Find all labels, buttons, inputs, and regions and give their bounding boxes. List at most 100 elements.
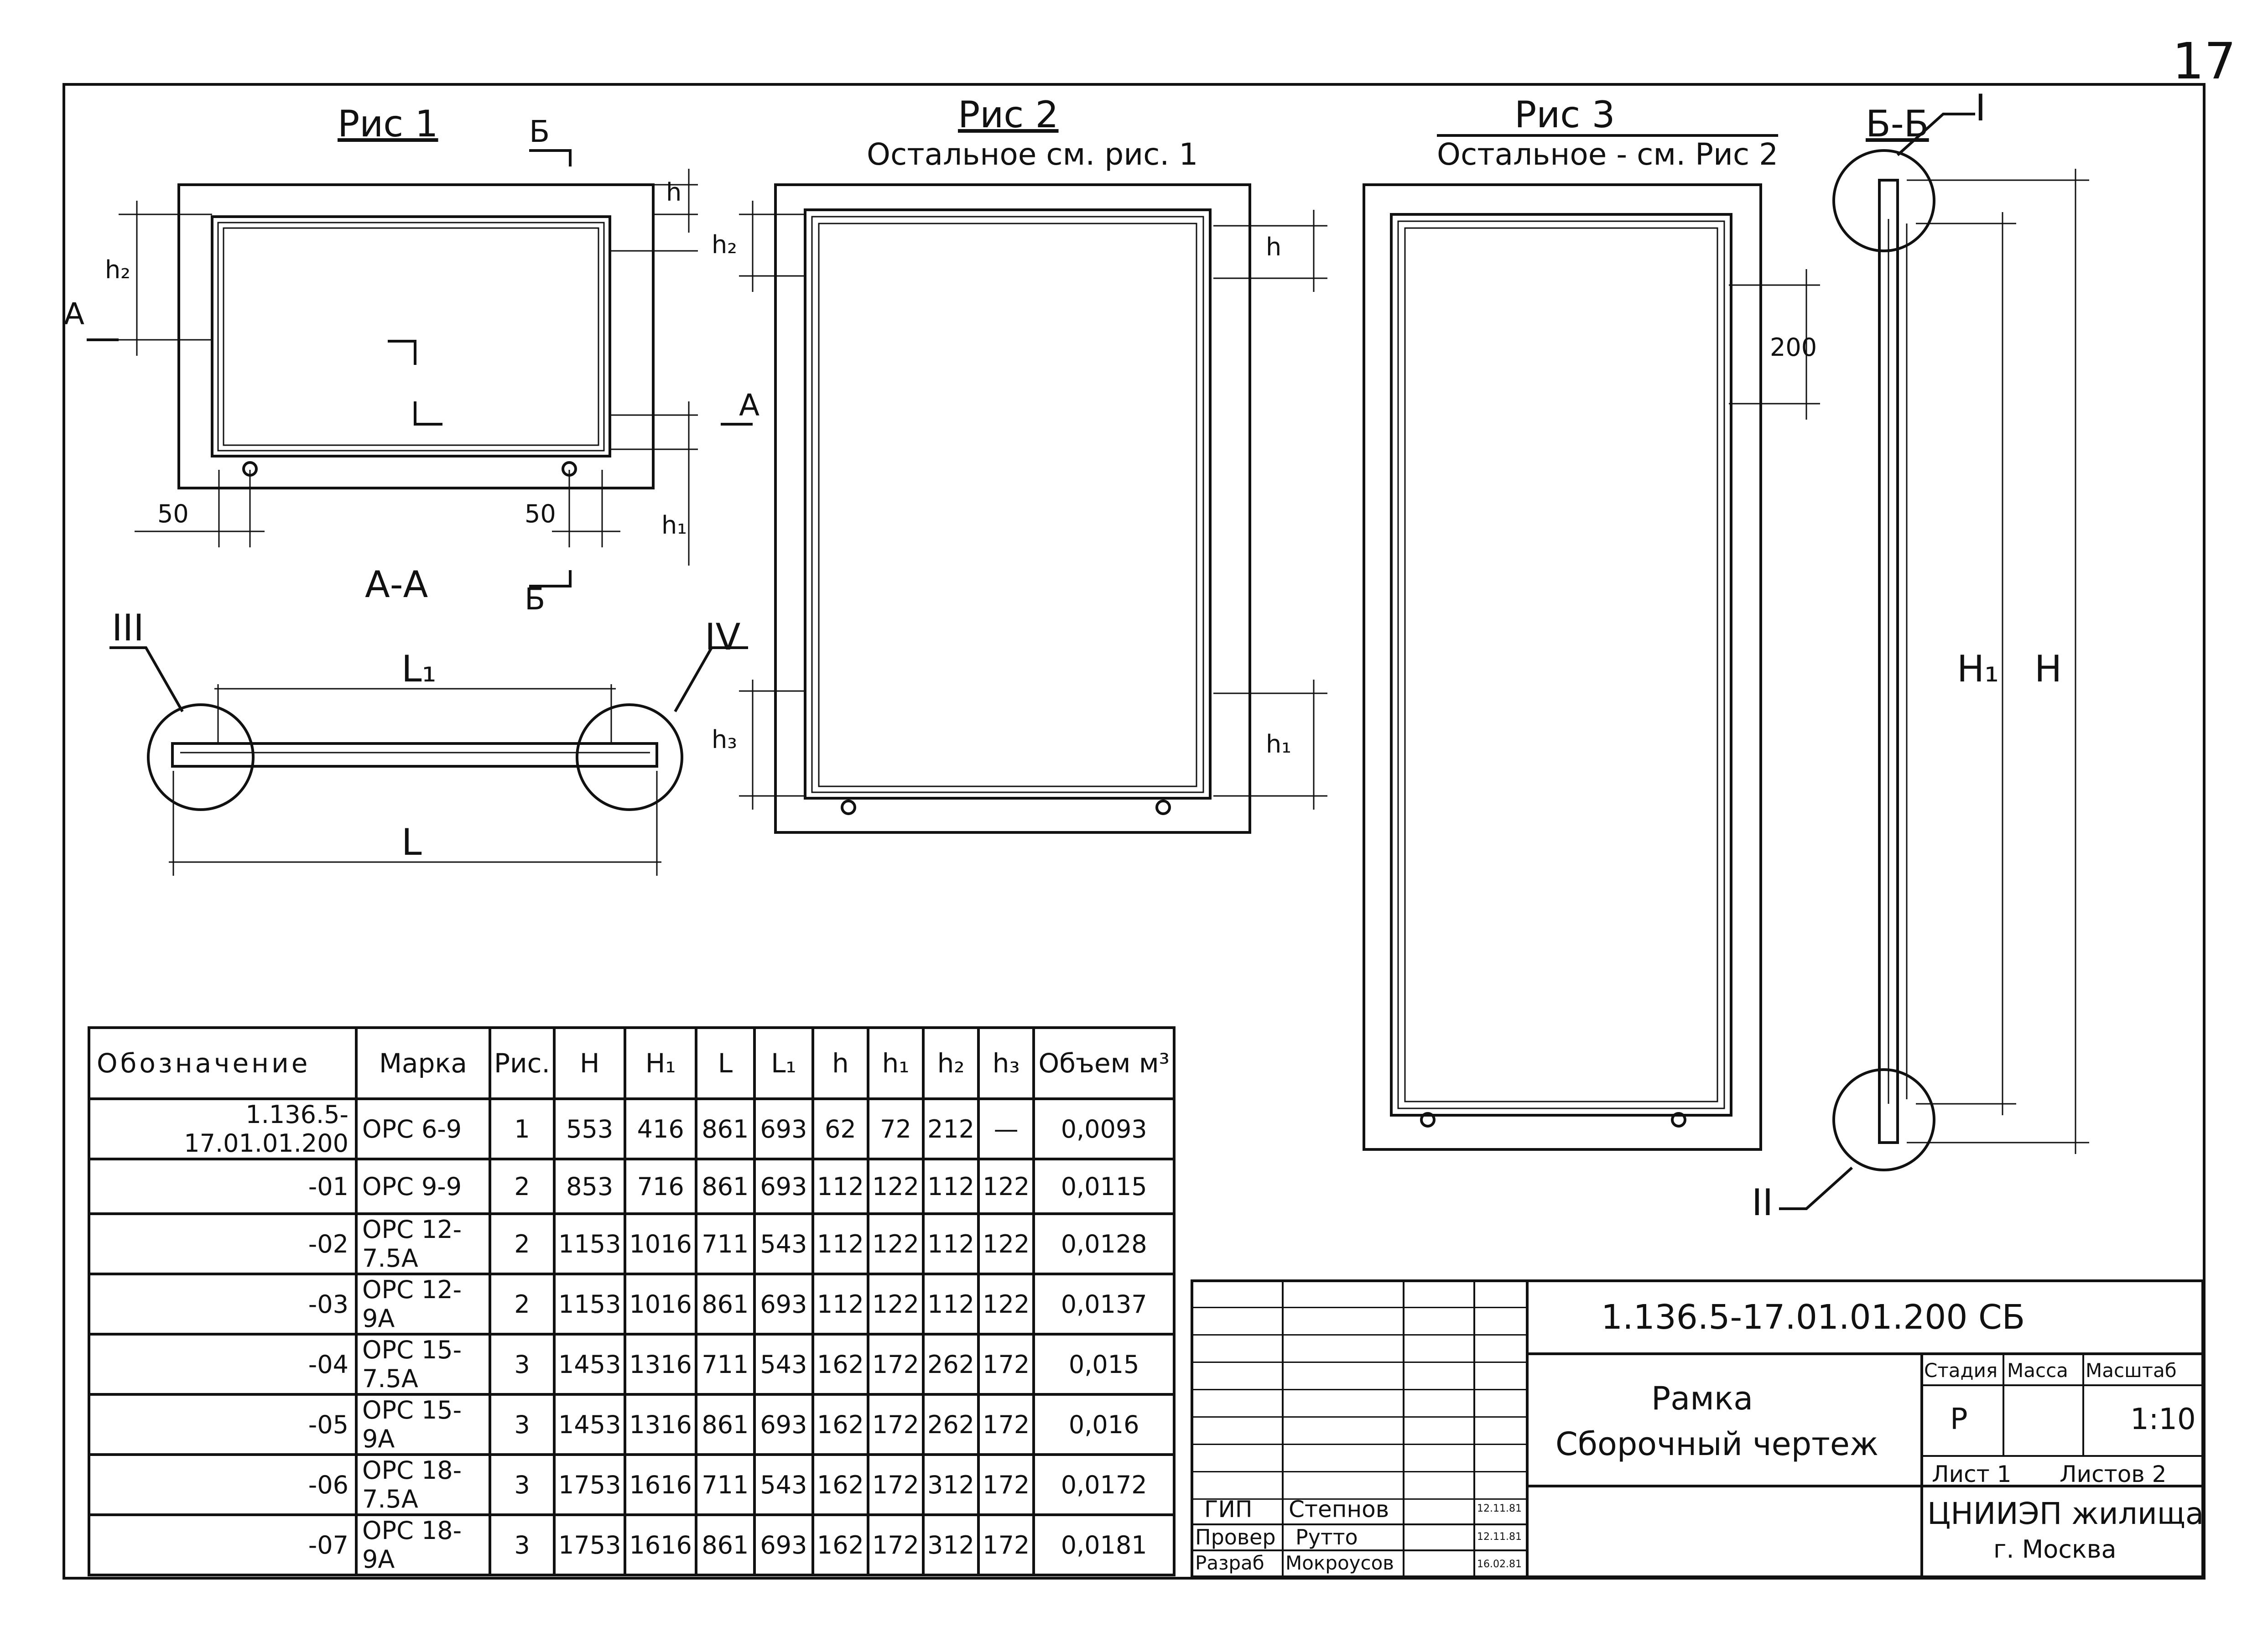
section-aa-title: А-А — [365, 563, 428, 606]
callout-II: II — [1752, 1181, 1774, 1224]
table-cell: 693 — [753, 1513, 814, 1576]
scale-value: 1:10 — [2130, 1403, 2196, 1436]
fig3-frame — [1363, 183, 1820, 1151]
role-checker: Провер — [1195, 1525, 1276, 1549]
table-cell: 3 — [489, 1453, 556, 1516]
table-cell: 0,015 — [1032, 1333, 1176, 1396]
table-cell: 0,016 — [1032, 1393, 1176, 1456]
sheet-number: Лист 1 — [1932, 1461, 2012, 1487]
table-cell: -04 — [88, 1333, 358, 1396]
table-cell: 122 — [866, 1212, 925, 1275]
table-cell: 62 — [811, 1097, 869, 1160]
callout-III: III — [112, 607, 144, 649]
table-cell: 112 — [811, 1212, 869, 1275]
table-cell: 3 — [489, 1393, 556, 1456]
table-cell: 172 — [977, 1393, 1035, 1456]
table-cell: 693 — [753, 1393, 814, 1456]
table-cell: 2 — [489, 1273, 556, 1336]
table-cell: ОРС 12-7.5А — [355, 1212, 491, 1275]
table-cell: 1453 — [552, 1333, 627, 1396]
fig1-title: Рис 1 — [338, 103, 438, 145]
specification-table: Обозначение Марка Рис. H H₁ L L₁ h h₁ h₂… — [88, 1026, 1176, 1576]
dim-H1: H₁ — [1957, 648, 1999, 690]
table-cell: 3 — [489, 1333, 556, 1396]
section-bb — [1779, 113, 2089, 1210]
document-name-line2: Сборочный чертеж — [1555, 1425, 1879, 1463]
callout-IV: IV — [705, 616, 741, 658]
table-cell: 1153 — [552, 1212, 627, 1275]
table-cell: 711 — [694, 1333, 756, 1396]
dim-h-fig1: h — [666, 178, 682, 207]
organization-city: г. Москва — [1993, 1535, 2117, 1564]
dim-h1-fig1: h₁ — [661, 511, 687, 540]
table-cell: ОРС 6-9 — [355, 1097, 491, 1160]
organization-name: ЦНИИЭП жилища — [1927, 1496, 2204, 1531]
table-cell: 112 — [922, 1158, 980, 1215]
section-bb-title: Б-Б — [1866, 103, 1929, 145]
table-cell: 122 — [977, 1212, 1035, 1275]
table-cell: 553 — [552, 1097, 627, 1160]
dim-L1: L₁ — [401, 648, 437, 690]
table-cell: 543 — [753, 1453, 814, 1516]
table-cell: 112 — [811, 1158, 869, 1215]
table-cell: 0,0172 — [1032, 1453, 1176, 1516]
col-header: Обозначение — [88, 1026, 358, 1100]
table-cell: ОРС 9-9 — [355, 1158, 491, 1215]
table-cell: 1616 — [624, 1453, 697, 1516]
table-cell: ОРС 18-9А — [355, 1513, 491, 1576]
table-cell: 0,0181 — [1032, 1513, 1176, 1576]
table-cell: 1016 — [624, 1273, 697, 1336]
dim-H: H — [2034, 648, 2062, 690]
sheets-total: Листов 2 — [2060, 1461, 2167, 1487]
table-cell: -06 — [88, 1453, 358, 1516]
stage-label: Стадия — [1924, 1359, 1998, 1382]
table-cell: 1316 — [624, 1393, 697, 1456]
table-cell: 711 — [694, 1212, 756, 1275]
table-cell: 162 — [811, 1513, 869, 1576]
table-cell: 172 — [866, 1393, 925, 1456]
role-gip: ГИП — [1204, 1496, 1253, 1523]
table-cell: -07 — [88, 1513, 358, 1576]
table-cell: 1753 — [552, 1453, 627, 1516]
role-developer: Разраб — [1195, 1552, 1264, 1574]
section-b-mark-top: Б — [529, 114, 550, 149]
table-cell: 112 — [922, 1273, 980, 1336]
table-cell: 543 — [753, 1212, 814, 1275]
name-developer: Мокроусов — [1285, 1552, 1394, 1574]
table-cell: 1616 — [624, 1513, 697, 1576]
dim-50-left: 50 — [157, 499, 189, 528]
table-cell: 212 — [922, 1097, 980, 1160]
table-cell: 1.136.5-17.01.01.200 — [88, 1097, 358, 1160]
table-cell: 3 — [489, 1513, 556, 1576]
dim-h-fig2: h — [1266, 233, 1282, 261]
table-cell: 693 — [753, 1097, 814, 1160]
table-cell: 122 — [977, 1158, 1035, 1215]
document-code: 1.136.5-17.01.01.200 СБ — [1601, 1298, 2025, 1337]
table-cell: 0,0128 — [1032, 1212, 1176, 1275]
table-cell: 0,0137 — [1032, 1273, 1176, 1336]
table-cell: -01 — [88, 1158, 358, 1215]
table-cell: 693 — [753, 1158, 814, 1215]
title-block: 1.136.5-17.01.01.200 СБ Рамка Сборочный … — [1191, 1279, 2204, 1578]
table-cell: 122 — [866, 1273, 925, 1336]
dim-200: 200 — [1770, 333, 1817, 362]
table-cell: ОРС 15-9А — [355, 1393, 491, 1456]
table-cell: 1453 — [552, 1393, 627, 1456]
section-a-mark-right: А — [739, 388, 760, 423]
table-cell: ОРС 12-9А — [355, 1273, 491, 1336]
table-cell: -02 — [88, 1212, 358, 1275]
dim-h2-fig1: h₂ — [105, 255, 130, 284]
page-number: 17 — [2172, 32, 2236, 90]
table-cell: -05 — [88, 1393, 358, 1456]
table-cell: 122 — [866, 1158, 925, 1215]
table-cell: 1153 — [552, 1273, 627, 1336]
fig3-note: Остальное - см. Рис 2 — [1437, 137, 1779, 172]
